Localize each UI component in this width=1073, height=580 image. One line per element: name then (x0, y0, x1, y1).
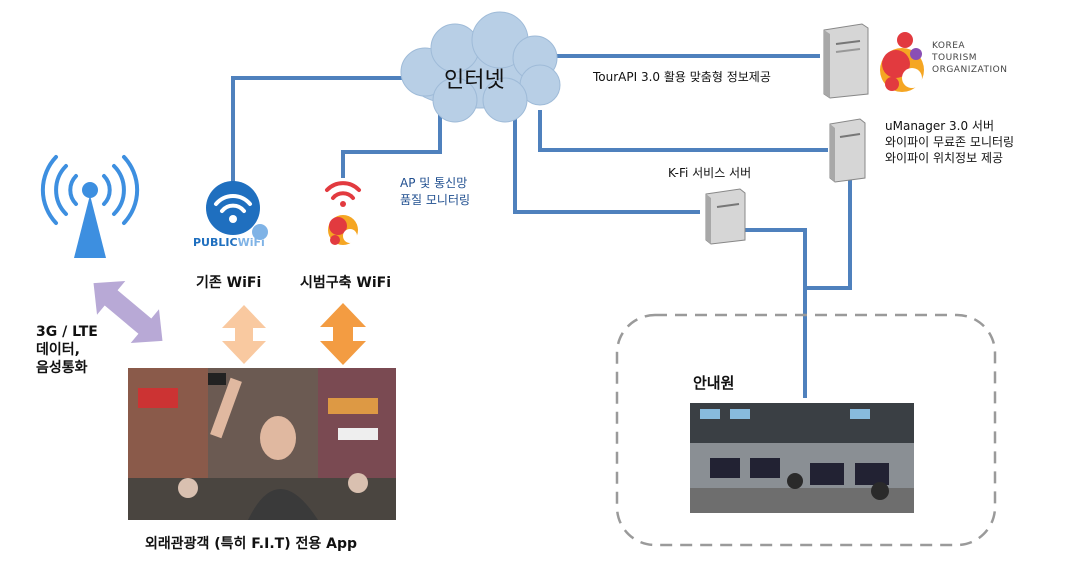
line-cloud-kfi (513, 112, 700, 214)
line-umanager-center (803, 180, 852, 398)
pilot-wifi-icon (325, 181, 361, 245)
cellular-label: 3G / LTE 데이터, 음성통화 (36, 324, 98, 376)
public-wifi-logo-icon (206, 181, 268, 240)
guide-center-photo (690, 403, 914, 513)
tourapi-server-icon (823, 23, 869, 99)
public-wifi-caption: 기존 WiFi (196, 275, 262, 291)
tourist-photo (128, 368, 396, 520)
internet-cloud-label: 인터넷 (444, 68, 505, 93)
line-cloud-pilot-wifi (341, 112, 442, 178)
monitoring-label: AP 및 통신망 품질 모니터링 (400, 176, 471, 207)
pilot-wifi-double-arrow-icon (320, 303, 366, 365)
pilot-wifi-caption: 시범구축 WiFi (300, 275, 391, 291)
kfi-server-label: K-Fi 서비스 서버 (668, 166, 752, 180)
line-cloud-umanager (538, 110, 828, 152)
cellular-double-arrow-icon (93, 281, 163, 343)
cell-tower-icon (40, 155, 140, 258)
kfi-server-icon (705, 188, 746, 245)
umanager-label: uManager 3.0 서버 와이파이 무료존 모니터링 와이파이 위치정보 … (885, 119, 1015, 165)
kto-logo-icon (880, 32, 924, 92)
public-wifi-logo-text: PUBLICWiFi (193, 236, 265, 249)
tourapi-label: TourAPI 3.0 활용 맞춤형 정보제공 (593, 70, 771, 84)
umanager-server-icon (829, 118, 866, 183)
line-cloud-public-wifi (231, 76, 430, 182)
line-kfi-center (735, 228, 807, 288)
guide-center-box (615, 313, 997, 547)
public-wifi-double-arrow-icon (222, 305, 266, 364)
tourist-app-caption: 외래관광객 (특히 F.I.T) 전용 App (145, 536, 357, 552)
internet-cloud-icon (400, 11, 561, 123)
guide-center-label: 안내원 (693, 374, 735, 392)
kto-logo-text: KOREA TOURISM ORGANIZATION (932, 41, 1008, 75)
